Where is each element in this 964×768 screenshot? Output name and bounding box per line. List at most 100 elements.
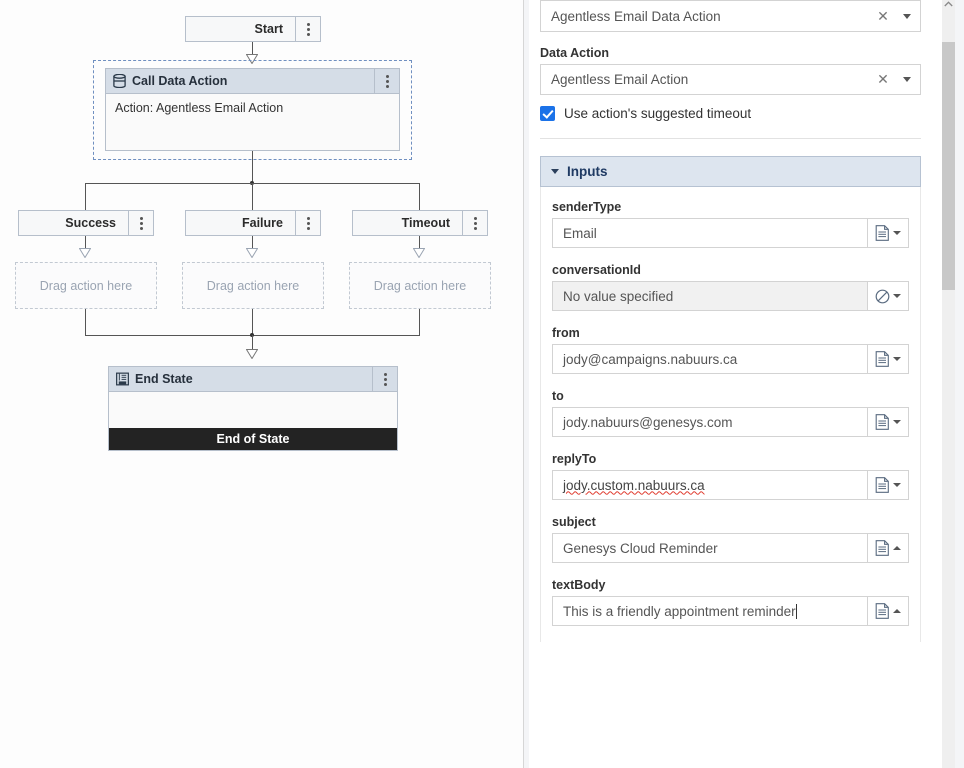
- connector-to-failure: [252, 183, 253, 210]
- node-call-data-action-menu-icon[interactable]: [374, 69, 399, 93]
- category-select-chevron-down-icon[interactable]: [894, 13, 920, 19]
- suggested-timeout-checkbox[interactable]: [540, 106, 555, 121]
- input-label-replyTo: replyTo: [552, 452, 597, 466]
- drop-zone-timeout[interactable]: Drag action here: [349, 262, 491, 309]
- panel-scrollbar-thumb[interactable]: [942, 42, 955, 290]
- arrow-icon: [246, 349, 258, 359]
- node-start-label: Start: [254, 22, 283, 36]
- input-field-senderType: senderType Email: [552, 200, 909, 248]
- connector-merge-to-end: [252, 335, 253, 351]
- input-value-conversationId: No value specified: [563, 288, 674, 304]
- input-row-to[interactable]: jody.nabuurs@genesys.com: [552, 407, 909, 437]
- connector-action-down: [252, 151, 253, 183]
- node-start-menu-icon[interactable]: [295, 17, 320, 41]
- input-row-replyTo[interactable]: jody.custom.nabuurs.ca: [552, 470, 909, 500]
- input-type-selector-textBody[interactable]: [867, 597, 908, 625]
- input-row-from[interactable]: jody@campaigns.nabuurs.ca: [552, 344, 909, 374]
- input-row-textBody[interactable]: This is a friendly appointment reminder: [552, 596, 909, 626]
- input-type-selector-conversationId[interactable]: [867, 282, 908, 310]
- input-value-to[interactable]: jody.nabuurs@genesys.com: [563, 414, 733, 430]
- node-end-state-footer: End of State: [109, 428, 397, 450]
- connector-timeout-down: [419, 236, 420, 250]
- input-row-senderType[interactable]: Email: [552, 218, 909, 248]
- data-action-select-chevron-down-icon[interactable]: [894, 77, 920, 82]
- drop-zone-failure-label: Drag action here: [206, 278, 300, 293]
- no-value-icon: [875, 289, 890, 303]
- literal-document-icon: [875, 540, 889, 556]
- input-value-textBody[interactable]: This is a friendly appointment reminder: [553, 597, 867, 625]
- connector-to-timeout: [419, 183, 420, 210]
- input-type-selector-replyTo[interactable]: [867, 471, 908, 499]
- input-chevron-down-icon[interactable]: [893, 420, 901, 424]
- input-type-selector-senderType[interactable]: [867, 219, 908, 247]
- input-chevron-down-icon[interactable]: [893, 231, 901, 235]
- category-select-value: Agentless Email Data Action: [551, 8, 721, 24]
- suggested-timeout-row[interactable]: Use action's suggested timeout: [540, 106, 921, 121]
- node-branch-timeout-menu-icon[interactable]: [462, 211, 487, 235]
- data-action-label: Data Action: [540, 46, 609, 60]
- data-action-select[interactable]: Agentless Email Action ✕: [540, 64, 921, 95]
- input-value-subject[interactable]: Genesys Cloud Reminder: [563, 540, 718, 556]
- node-end-state-menu-icon[interactable]: [372, 367, 397, 391]
- input-label-from: from: [552, 326, 580, 340]
- panel-divider[interactable]: [523, 0, 524, 768]
- drop-zone-timeout-label: Drag action here: [373, 278, 467, 293]
- connector-to-success: [85, 183, 86, 210]
- input-chevron-down-icon[interactable]: [893, 357, 901, 361]
- input-type-selector-to[interactable]: [867, 408, 908, 436]
- input-row-subject[interactable]: Genesys Cloud Reminder: [552, 533, 909, 563]
- input-value-senderType[interactable]: Email: [563, 225, 597, 241]
- node-start[interactable]: Start: [185, 16, 321, 42]
- text-cursor: [795, 603, 797, 619]
- node-branch-success-label: Success: [65, 216, 116, 230]
- data-action-select-value: Agentless Email Action: [551, 72, 689, 87]
- input-row-conversationId[interactable]: No value specified: [552, 281, 909, 311]
- input-label-subject: subject: [552, 515, 596, 529]
- input-value-replyTo[interactable]: jody.custom.nabuurs.ca: [553, 471, 867, 499]
- database-icon: [106, 69, 132, 93]
- node-branch-success[interactable]: Success: [18, 210, 154, 236]
- inputs-chevron-down-icon[interactable]: [551, 169, 559, 174]
- category-select-clear-icon[interactable]: ✕: [877, 7, 889, 24]
- node-branch-failure-label: Failure: [242, 216, 283, 230]
- connector-success-merge: [85, 309, 86, 336]
- drop-zone-failure[interactable]: Drag action here: [182, 262, 324, 309]
- input-value-textBody-text: This is a friendly appointment reminder: [563, 603, 796, 619]
- category-select[interactable]: Agentless Email Data Action ✕: [540, 0, 921, 32]
- input-chevron-up-icon[interactable]: [893, 546, 901, 550]
- input-value-from[interactable]: jody@campaigns.nabuurs.ca: [563, 351, 738, 367]
- node-branch-timeout-label: Timeout: [401, 216, 450, 230]
- input-label-to: to: [552, 389, 564, 403]
- node-branch-timeout[interactable]: Timeout: [352, 210, 488, 236]
- node-branch-failure[interactable]: Failure: [185, 210, 321, 236]
- input-field-subject: subject Genesys Cloud Reminder: [552, 515, 909, 563]
- arrow-icon: [413, 248, 425, 258]
- drop-zone-success[interactable]: Drag action here: [15, 262, 157, 309]
- literal-document-icon: [875, 477, 889, 493]
- data-action-select-clear-icon[interactable]: ✕: [877, 71, 889, 87]
- suggested-timeout-label: Use action's suggested timeout: [564, 106, 752, 121]
- node-branch-success-menu-icon[interactable]: [128, 211, 153, 235]
- input-chevron-down-icon[interactable]: [893, 294, 901, 298]
- flow-canvas[interactable]: Start Call Data Action: [0, 0, 523, 768]
- connector-failure-down: [252, 236, 253, 250]
- connector-success-down: [85, 236, 86, 250]
- node-call-data-action[interactable]: Call Data Action Action: Agentless Email…: [105, 68, 400, 151]
- arrow-icon: [246, 248, 258, 258]
- input-type-selector-from[interactable]: [867, 345, 908, 373]
- input-chevron-up-icon[interactable]: [893, 609, 901, 613]
- input-field-textBody: textBody This is a friendly appointment …: [552, 578, 909, 626]
- node-end-state-title: End State: [135, 372, 193, 386]
- literal-document-icon: [875, 351, 889, 367]
- input-chevron-down-icon[interactable]: [893, 483, 901, 487]
- node-end-state[interactable]: End State End of State: [108, 366, 398, 451]
- inputs-section-title: Inputs: [567, 164, 608, 179]
- action-properties-panel[interactable]: Agentless Email Data Action ✕ Data Actio…: [529, 0, 964, 768]
- node-branch-failure-menu-icon[interactable]: [295, 211, 320, 235]
- input-field-replyTo: replyTo jody.custom.nabuurs.ca: [552, 452, 909, 500]
- input-type-selector-subject[interactable]: [867, 534, 908, 562]
- scroll-up-arrow-icon[interactable]: [942, 0, 955, 11]
- node-call-data-action-title: Call Data Action: [132, 74, 228, 88]
- inputs-section-header[interactable]: Inputs: [540, 156, 921, 187]
- input-field-from: from jody@campaigns.nabuurs.ca: [552, 326, 909, 374]
